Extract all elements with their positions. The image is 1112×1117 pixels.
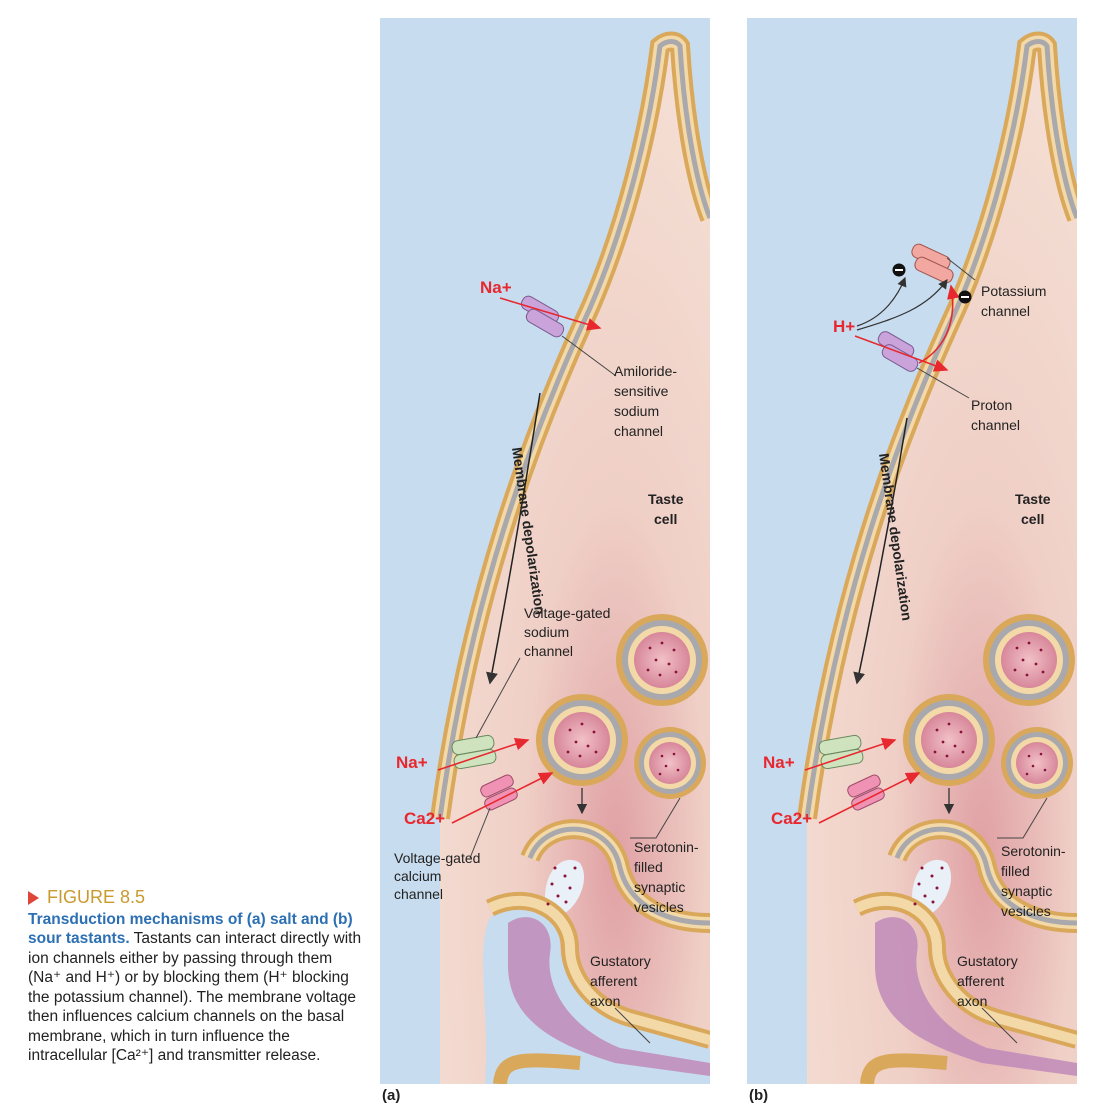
potassium-channel [911, 243, 954, 284]
vg-sodium-label-3: channel [524, 643, 573, 659]
taste-cell-body [797, 31, 1077, 1084]
figure-label-row: FIGURE 8.5 [28, 887, 364, 908]
axon-label-1: Gustatory [957, 953, 1018, 969]
leader-lines [916, 257, 1048, 1044]
na-bottom-label: Na+ [763, 753, 795, 772]
na-influx-arrow-bottom [437, 737, 530, 771]
serotonin-label-4: vesicles [634, 899, 684, 915]
vg-calcium-label-3: channel [394, 886, 443, 902]
proton-label-2: channel [971, 417, 1020, 433]
proton-channel [877, 331, 919, 372]
vesicle-contents-dots [913, 641, 1047, 906]
synapse-region [520, 819, 710, 933]
serotonin-label-3: synaptic [634, 879, 685, 895]
taste-cell-body [430, 31, 710, 1084]
ca-influx-arrow [818, 772, 921, 824]
ca-label: Ca2+ [771, 809, 812, 828]
amiloride-label-2: sensitive [614, 383, 669, 399]
potassium-label-1: Potassium [981, 283, 1046, 299]
depolarization-arrow [853, 417, 908, 685]
vesicle-small [1001, 727, 1073, 799]
vg-calcium-label-2: calcium [394, 868, 441, 884]
ca-label: Ca2+ [404, 809, 445, 828]
panel-b-label: (b) [749, 1087, 769, 1104]
serotonin-label-1: Serotonin- [1001, 843, 1066, 859]
h-block-arrow-2 [856, 279, 948, 331]
taste-cell-label-1: Taste [1015, 491, 1051, 507]
panel-a-label: (a) [382, 1087, 401, 1104]
na-influx-arrow-bottom [804, 737, 897, 771]
vesicle-large [616, 614, 708, 706]
gustatory-afferent-axon [483, 891, 710, 1084]
caption-body: Tastants can interact directly with ion … [28, 930, 362, 1064]
serotonin-label-1: Serotonin- [634, 839, 699, 855]
vg-calcium-label-1: Voltage-gated [394, 850, 480, 866]
vesicle-large [983, 614, 1075, 706]
vg-sodium-label-1: Voltage-gated [524, 605, 610, 621]
proton-label-1: Proton [971, 397, 1012, 413]
serotonin-label-4: vesicles [1001, 903, 1051, 919]
taste-cell-label-1: Taste [648, 491, 684, 507]
potassium-label-2: channel [981, 303, 1030, 319]
serotonin-label-2: filled [1001, 863, 1030, 879]
panel-a-diagram: Na+ Na+ Ca2+ Membrane depolarization Ami… [380, 18, 710, 1084]
block-icon-2 [958, 290, 972, 304]
proton-depolarization-arrow [918, 284, 960, 364]
panel-b-labels: Potassium channel Proton channel Taste c… [957, 283, 1066, 1009]
na-top-label: Na+ [480, 278, 512, 297]
axon-label-3: axon [957, 993, 987, 1009]
panel-b: H+ Na+ Ca2+ Membrane depolarization Pota… [747, 18, 1077, 1084]
amiloride-label-1: Amiloride- [614, 363, 677, 379]
taste-cell-label-2: cell [654, 511, 677, 527]
na-influx-arrow-top [499, 297, 602, 331]
synapse-region [887, 819, 1077, 933]
serotonin-label-2: filled [634, 859, 663, 875]
ca-influx-arrow [451, 772, 554, 824]
axon-label-1: Gustatory [590, 953, 651, 969]
h-ion-label: H+ [833, 317, 855, 336]
amiloride-label-3: sodium [614, 403, 659, 419]
axon-label-2: afferent [590, 973, 637, 989]
gustatory-afferent-axon [852, 891, 1077, 1084]
h-influx-arrow [854, 335, 949, 372]
panel-a-labels: Amiloride- sensitive sodium channel Tast… [394, 363, 699, 1009]
h-block-arrow-1 [856, 276, 907, 327]
taste-cell-label-2: cell [1021, 511, 1044, 527]
panel-b-diagram: H+ Na+ Ca2+ Membrane depolarization Pota… [747, 18, 1077, 1084]
leader-lines [469, 335, 681, 1044]
triangle-marker-icon [28, 890, 39, 905]
axon-label-2: afferent [957, 973, 1004, 989]
amiloride-label-4: channel [614, 423, 663, 439]
figure-label: FIGURE 8.5 [47, 887, 146, 907]
serotonin-label-3: synaptic [1001, 883, 1052, 899]
vesicle-middle [536, 694, 628, 786]
vesicle-contents-dots [546, 641, 680, 906]
caption-title: Transduction mechanisms of (a) salt and … [28, 910, 353, 948]
vg-sodium-label-2: sodium [524, 624, 569, 640]
depolarization-arrow [486, 392, 541, 685]
vesicle-middle [903, 694, 995, 786]
panel-a: Na+ Na+ Ca2+ Membrane depolarization Ami… [380, 18, 710, 1084]
block-icon-1 [892, 263, 906, 277]
axon-label-3: axon [590, 993, 620, 1009]
vesicle-small [634, 727, 706, 799]
figure-caption: FIGURE 8.5 Transduction mechanisms of (a… [28, 887, 364, 1066]
na-bottom-label: Na+ [396, 753, 428, 772]
